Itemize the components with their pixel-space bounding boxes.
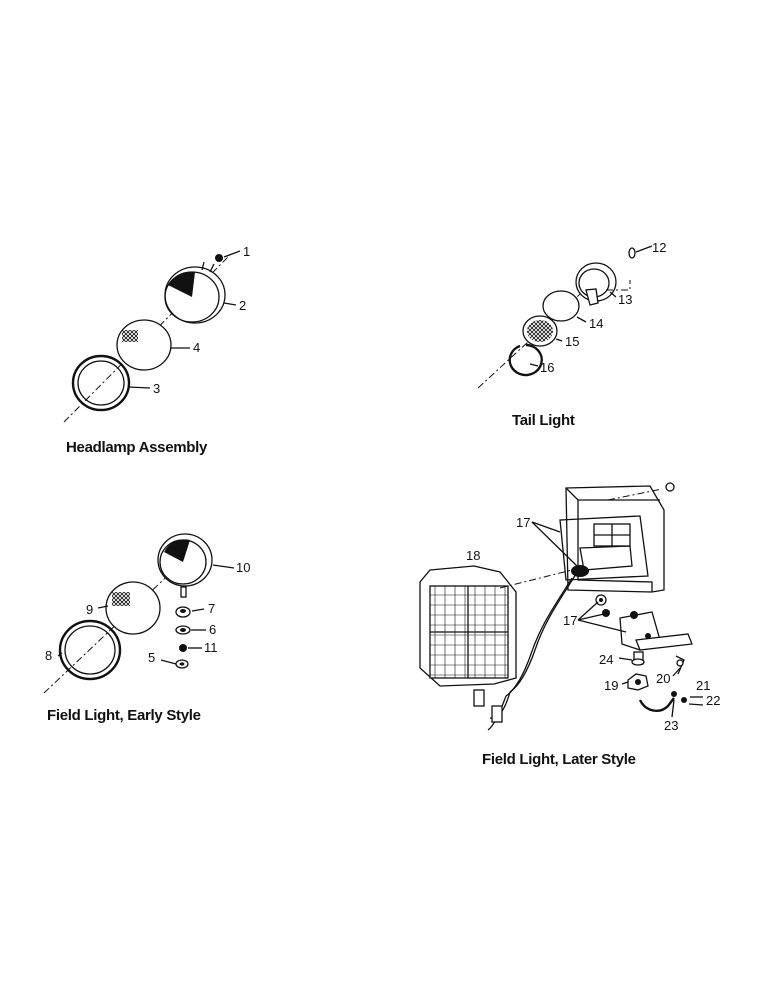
headlamp-retaining-ring — [71, 354, 131, 412]
callout-18: 18 — [466, 548, 480, 563]
callout-3: 3 — [153, 381, 160, 396]
field-later-mounting-bracket — [619, 611, 693, 651]
field-later-bracket-hardware — [638, 655, 687, 712]
field-later-nuts — [595, 594, 610, 617]
callout-24: 24 — [599, 652, 613, 667]
field-early-retaining-ring — [58, 619, 122, 681]
callout-17-bottom: 17 — [563, 613, 577, 628]
callout-5: 5 — [148, 650, 155, 665]
field-light-later-group: 17 17 18 24 19 20 21 22 23 Field Light, … — [419, 482, 720, 768]
callout-4: 4 — [193, 340, 200, 355]
callout-20: 20 — [656, 671, 670, 686]
field-later-housing — [559, 485, 665, 593]
tail-light-group: 12 13 14 15 16 Tail Light — [477, 240, 666, 429]
headlamp-screw — [215, 254, 223, 262]
callout-13: 13 — [618, 292, 632, 307]
callout-8: 8 — [45, 648, 52, 663]
field-light-early-group: 10 7 6 11 5 9 8 Field Light, Early Style — [43, 533, 250, 724]
caption-tail-light: Tail Light — [512, 412, 575, 429]
tail-light-gasket — [542, 290, 580, 322]
field-later-wiring-harness — [473, 573, 577, 731]
caption-headlamp-assembly: Headlamp Assembly — [66, 439, 208, 456]
callout-6: 6 — [209, 622, 216, 637]
field-later-sealed-beam — [419, 565, 517, 687]
callout-19: 19 — [604, 678, 618, 693]
field-later-pivot-stack — [627, 651, 649, 691]
callout-9: 9 — [86, 602, 93, 617]
callout-1: 1 — [243, 244, 250, 259]
tail-light-housing — [575, 262, 631, 306]
callout-21: 21 — [696, 678, 710, 693]
headlamp-sealed-beam — [116, 319, 172, 371]
callout-7: 7 — [208, 601, 215, 616]
caption-field-light-later: Field Light, Later Style — [482, 751, 636, 768]
tail-light-lens — [522, 315, 558, 347]
callout-11: 11 — [204, 640, 218, 655]
callout-14: 14 — [589, 316, 603, 331]
callout-12: 12 — [652, 240, 666, 255]
callout-2: 2 — [239, 298, 246, 313]
callout-23: 23 — [664, 718, 678, 733]
field-early-hardware-stack — [175, 586, 191, 669]
tail-light-ring — [508, 343, 543, 377]
callout-16: 16 — [540, 360, 554, 375]
callout-17-top: 17 — [516, 515, 530, 530]
tail-light-bulb — [628, 245, 653, 259]
field-later-grommet — [571, 565, 589, 577]
headlamp-housing — [164, 261, 226, 324]
callout-15: 15 — [565, 334, 579, 349]
field-early-sealed-beam — [105, 581, 161, 635]
field-early-housing — [157, 533, 213, 587]
callout-22: 22 — [706, 693, 720, 708]
callout-10: 10 — [236, 560, 250, 575]
caption-field-light-early: Field Light, Early Style — [47, 707, 201, 724]
headlamp-assembly-group: 1 2 4 3 Headlamp Assembly — [63, 244, 250, 456]
